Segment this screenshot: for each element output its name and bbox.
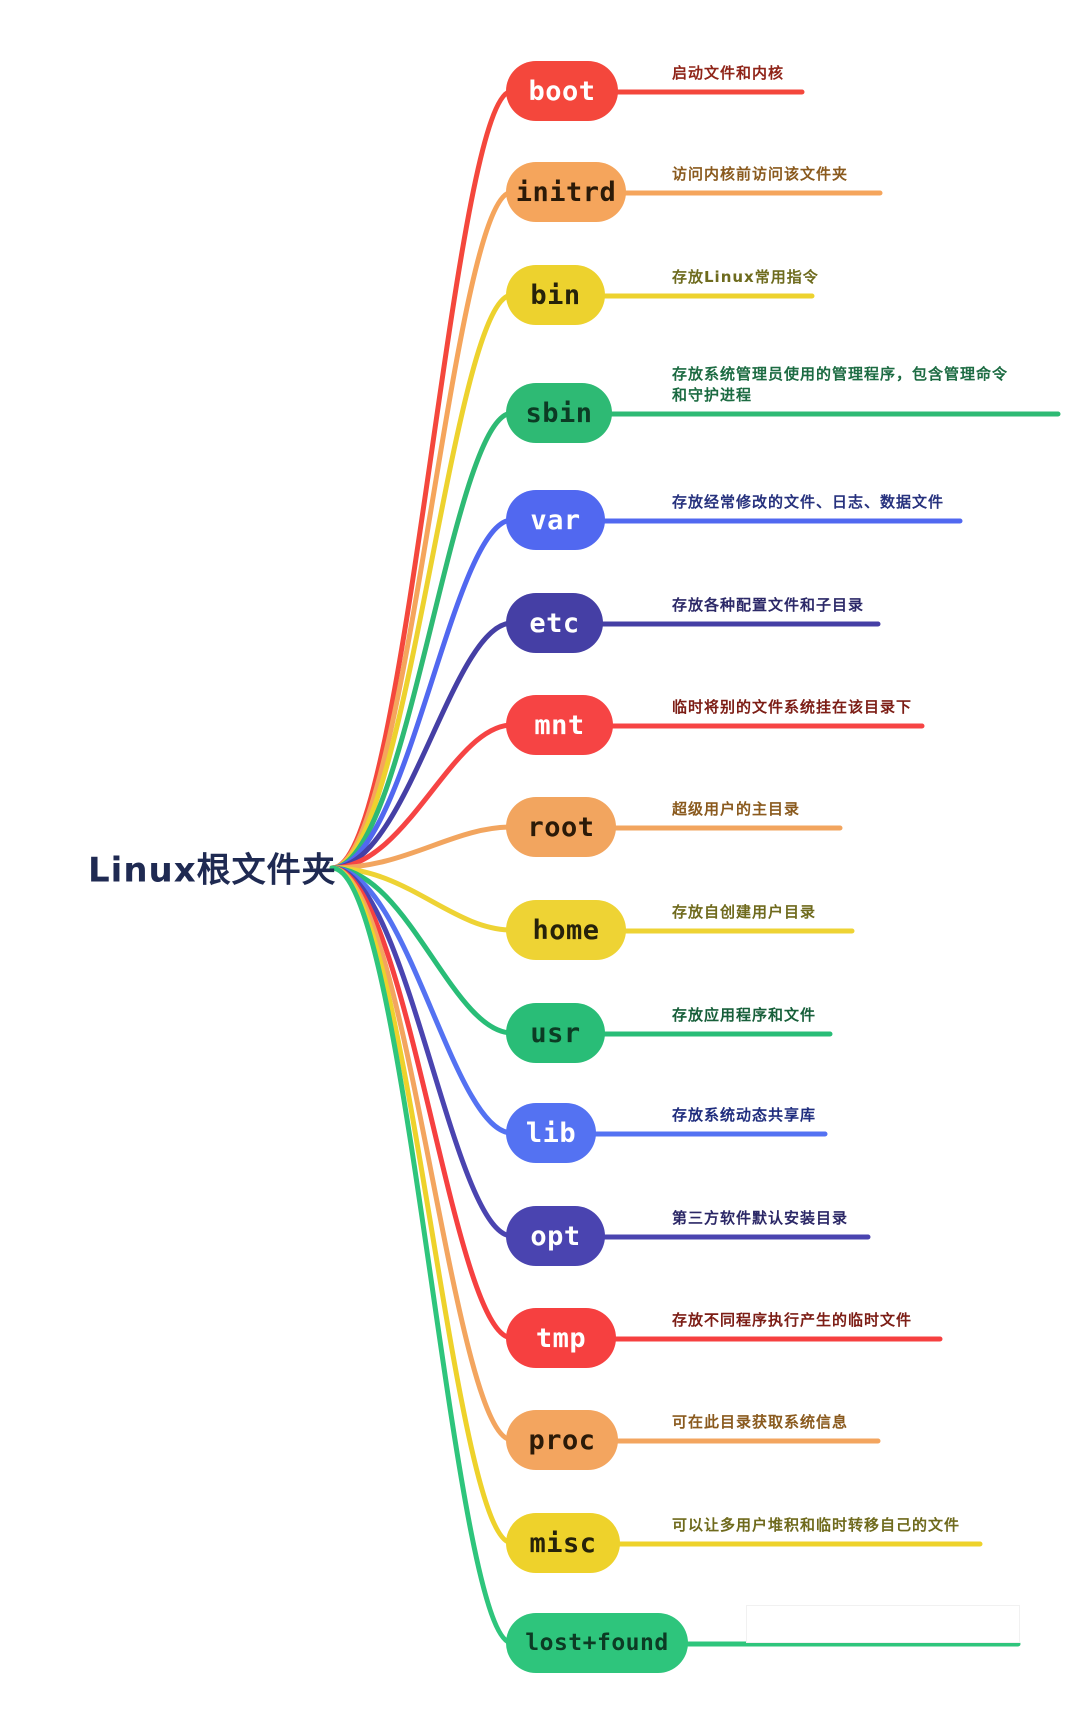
branch-curve-boot <box>329 88 515 871</box>
node-lib[interactable]: lib <box>506 1103 596 1163</box>
node-proc[interactable]: proc <box>506 1410 618 1470</box>
node-label: etc <box>529 607 580 639</box>
node-label: tmp <box>535 1322 587 1354</box>
node-tmp[interactable]: tmp <box>506 1308 616 1368</box>
branch-curve-usr <box>329 865 515 1036</box>
node-etc[interactable]: etc <box>506 593 603 653</box>
description-mnt: 临时将别的文件系统挂在该目录下 <box>672 698 913 716</box>
branch-curve-proc <box>329 865 515 1443</box>
description-tmp: 存放不同程序执行产生的临时文件 <box>672 1311 913 1329</box>
node-misc[interactable]: misc <box>506 1513 620 1573</box>
node-initrd[interactable]: initrd <box>506 162 626 222</box>
description-sbin: 存放系统管理员使用的管理程序，包含管理命令和守护进程 <box>672 365 1009 404</box>
description-lib: 存放系统动态共享库 <box>672 1106 817 1124</box>
description-boot: 启动文件和内核 <box>672 64 785 82</box>
description-home: 存放自创建用户目录 <box>672 903 817 921</box>
node-label: root <box>527 811 595 843</box>
redacted-description-box <box>746 1605 1020 1643</box>
node-usr[interactable]: usr <box>506 1003 605 1063</box>
node-label: boot <box>528 75 596 107</box>
description-root: 超级用户的主目录 <box>672 800 801 818</box>
node-label: proc <box>528 1424 596 1456</box>
node-label: sbin <box>525 397 593 429</box>
node-lost-found[interactable]: lost+found <box>506 1613 688 1673</box>
node-label: home <box>532 914 600 946</box>
node-label: initrd <box>515 176 617 208</box>
branch-curve-etc <box>329 620 515 871</box>
branch-curve-lib <box>329 865 515 1136</box>
node-home[interactable]: home <box>506 900 626 960</box>
description-proc: 可在此目录获取系统信息 <box>672 1413 849 1431</box>
branch-curve-bin <box>329 292 515 871</box>
branch-curve-root <box>329 824 515 871</box>
node-root[interactable]: root <box>506 797 616 857</box>
branch-curve-initrd <box>329 189 515 871</box>
node-label: usr <box>530 1017 581 1049</box>
description-misc: 可以让多用户堆积和临时转移自己的文件 <box>672 1516 961 1534</box>
branch-curve-home <box>329 865 515 933</box>
node-label: var <box>530 504 581 536</box>
root-node[interactable]: Linux根文件夹 <box>88 850 337 891</box>
branch-curve-sbin <box>329 410 515 871</box>
node-opt[interactable]: opt <box>506 1206 605 1266</box>
node-mnt[interactable]: mnt <box>506 695 613 755</box>
node-var[interactable]: var <box>506 490 605 550</box>
branch-curve-var <box>329 517 515 871</box>
node-label: misc <box>529 1527 597 1559</box>
description-opt: 第三方软件默认安装目录 <box>672 1209 849 1227</box>
description-initrd: 访问内核前访问该文件夹 <box>672 165 849 183</box>
branch-curve-mnt <box>329 722 515 871</box>
description-usr: 存放应用程序和文件 <box>672 1006 817 1024</box>
node-boot[interactable]: boot <box>506 61 618 121</box>
description-bin: 存放Linux常用指令 <box>672 268 819 286</box>
node-bin[interactable]: bin <box>506 265 605 325</box>
node-sbin[interactable]: sbin <box>506 383 612 443</box>
description-var: 存放经常修改的文件、日志、数据文件 <box>672 493 945 511</box>
node-label: lost+found <box>525 1630 669 1656</box>
branch-curve-opt <box>329 865 515 1239</box>
node-label: lib <box>525 1117 577 1149</box>
node-label: mnt <box>534 709 585 741</box>
description-etc: 存放各种配置文件和子目录 <box>672 596 865 614</box>
branch-curve-lost-found <box>329 865 515 1646</box>
node-label: bin <box>530 279 581 311</box>
node-label: opt <box>530 1220 581 1252</box>
